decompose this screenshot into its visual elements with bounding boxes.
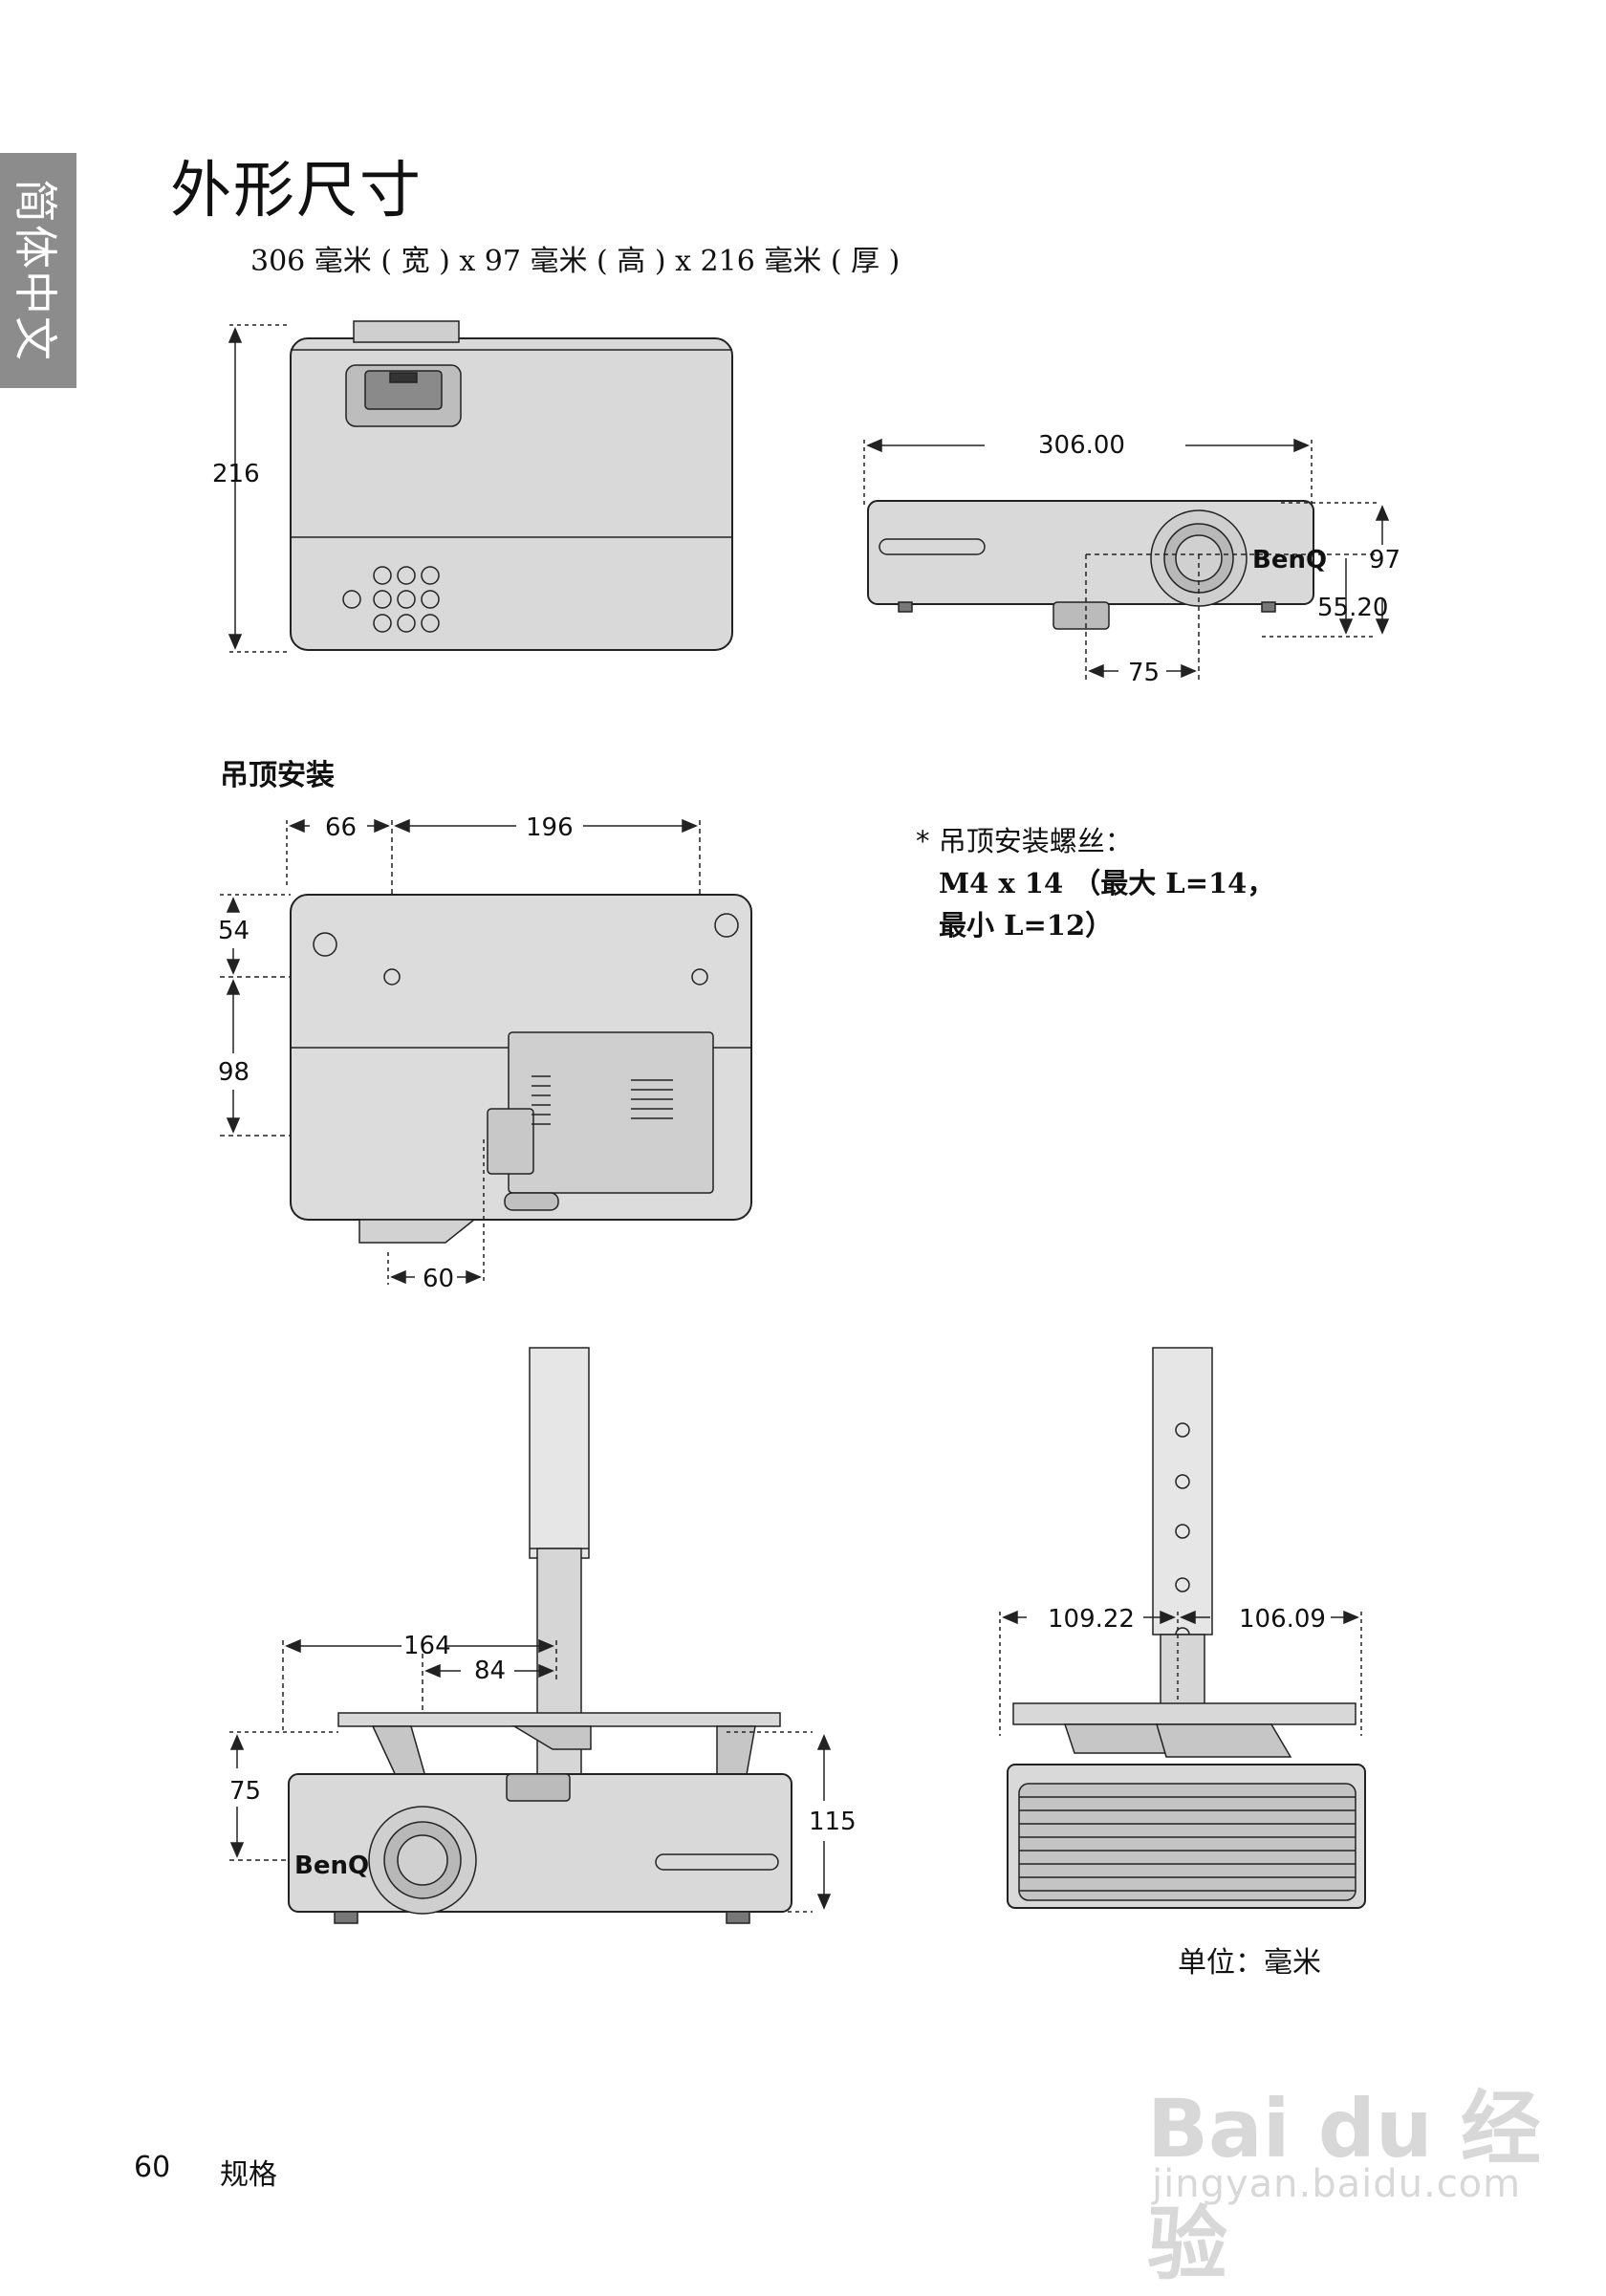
height-dimension: 97: [1369, 546, 1400, 574]
note-line2: M4 x 14 （最大 L=14，: [939, 867, 1275, 899]
dim-60: 60: [423, 1265, 454, 1293]
lens-offset-dimension: 75: [1128, 659, 1160, 687]
dimensions-summary: 306 毫米 ( 宽 ) x 97 毫米 ( 高 ) x 216 毫米 ( 厚 …: [250, 245, 901, 278]
dim-66: 66: [325, 813, 357, 842]
dim-106-09: 106.09: [1239, 1605, 1326, 1634]
note-line3: 最小 L=12）: [939, 909, 1114, 942]
brand-logo-front: BenQ: [1252, 546, 1327, 574]
page-title: 外形尺寸: [170, 156, 423, 227]
dim-54: 54: [218, 917, 250, 945]
depth-dimension: 216: [212, 460, 260, 488]
mount-screw-note: * 吊顶安装螺丝： M4 x 14 （最大 L=14， 最小 L=12）: [916, 820, 1274, 946]
watermark-url: jingyan.baidu.com: [1152, 2162, 1522, 2206]
top-view-drawing: 216: [212, 320, 733, 653]
footer-section: 规格: [220, 2158, 277, 2192]
dim-115: 115: [809, 1808, 857, 1836]
page-number: 60: [134, 2151, 171, 2184]
dim-109-22: 109.22: [1048, 1605, 1135, 1634]
mount-front-drawing: BenQ 164 84 75 115: [229, 1347, 857, 1924]
unit-note: 单位：毫米: [1178, 1946, 1321, 1980]
dim-75: 75: [229, 1777, 261, 1806]
front-view-drawing: BenQ 306.00 97 55.20 75: [863, 431, 1400, 687]
dim-164: 164: [403, 1632, 451, 1660]
brand-logo-mount: BenQ: [294, 1852, 369, 1880]
lens-height-dimension: 55.20: [1317, 594, 1388, 622]
note-line1: * 吊顶安装螺丝：: [916, 825, 1133, 857]
dim-98: 98: [218, 1058, 250, 1087]
dim-84: 84: [474, 1657, 506, 1685]
language-side-tab: 简体中文: [0, 153, 76, 388]
mount-side-drawing: 109.22 106.09: [999, 1347, 1366, 1909]
dim-196: 196: [526, 813, 574, 842]
ceiling-mount-heading: 吊顶安装: [220, 759, 335, 792]
bottom-view-drawing: 66 196 54 98 60: [218, 813, 752, 1293]
side-tab-label: 简体中文: [10, 179, 61, 362]
width-dimension: 306.00: [1038, 431, 1125, 460]
